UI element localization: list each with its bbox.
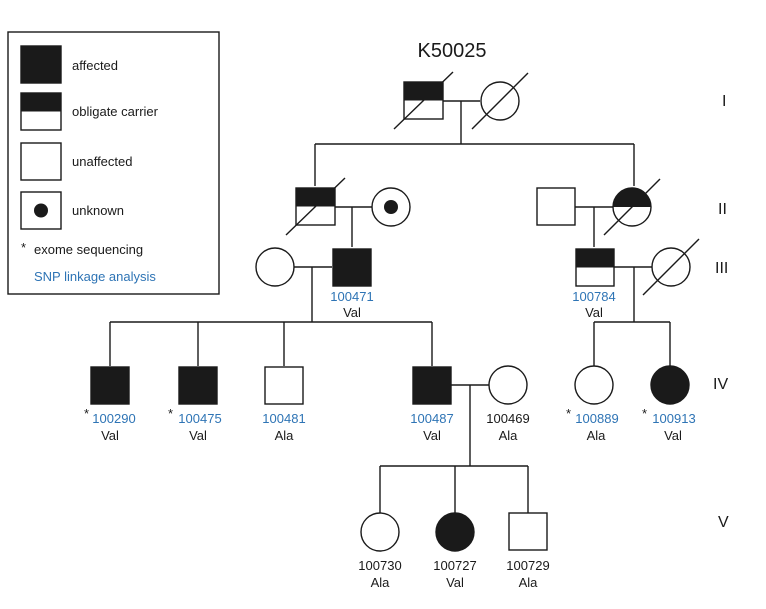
gen2-female-unknown bbox=[371, 187, 411, 227]
gen4-female-unaffected-100469 bbox=[488, 365, 528, 405]
allele-100913: Val bbox=[664, 428, 682, 443]
gen1-male-carrier-deceased bbox=[393, 71, 454, 130]
legend-affected-label: affected bbox=[72, 58, 118, 73]
id-100889: 100889 bbox=[575, 411, 618, 426]
legend-affected-symbol bbox=[20, 45, 62, 84]
gen3-male-carrier bbox=[575, 248, 615, 287]
gen4-male-unaffected-100481 bbox=[264, 366, 304, 405]
allele-100481: Ala bbox=[275, 428, 295, 443]
id-100730: 100730 bbox=[358, 558, 401, 573]
gen4-female-unaffected-100889 bbox=[574, 365, 614, 405]
allele-100487: Val bbox=[423, 428, 441, 443]
exome-star-100475: * bbox=[168, 406, 173, 421]
allele-100889: Ala bbox=[587, 428, 607, 443]
allele-100730: Ala bbox=[371, 575, 391, 590]
legend-unaffected-symbol bbox=[20, 142, 62, 181]
gen2-male-carrier-deceased bbox=[285, 177, 346, 236]
id-100481: 100481 bbox=[262, 411, 305, 426]
id-100913: 100913 bbox=[652, 411, 695, 426]
id-100469: 100469 bbox=[486, 411, 529, 426]
gen3-male-affected bbox=[332, 248, 372, 287]
id-100727: 100727 bbox=[433, 558, 476, 573]
id-100487: 100487 bbox=[410, 411, 453, 426]
allele-100290: Val bbox=[101, 428, 119, 443]
legend-unknown-dot bbox=[34, 203, 48, 218]
gen4-male-affected-100290 bbox=[90, 366, 130, 405]
id-100729: 100729 bbox=[506, 558, 549, 573]
legend-snp-label: SNP linkage analysis bbox=[34, 269, 156, 284]
generation-label-2: II bbox=[718, 201, 727, 218]
allele-100469: Ala bbox=[499, 428, 519, 443]
legend-carrier-fill bbox=[21, 93, 61, 112]
gen3-female-unaffected-deceased bbox=[642, 238, 700, 296]
gen1-female-unaffected-deceased bbox=[471, 72, 529, 130]
allele-100475: Val bbox=[189, 428, 207, 443]
id-100471: 100471 bbox=[330, 289, 373, 304]
exome-star-100889: * bbox=[566, 406, 571, 421]
gen2-male-unaffected bbox=[536, 187, 576, 226]
id-100290: 100290 bbox=[92, 411, 135, 426]
allele-100471: Val bbox=[343, 305, 361, 320]
pedigree-title: K50025 bbox=[418, 40, 487, 62]
gen3-female-unaffected bbox=[255, 247, 295, 287]
gen5-female-affected-100727 bbox=[435, 512, 475, 552]
generation-label-3: III bbox=[715, 260, 728, 277]
gen4-male-affected-100475 bbox=[178, 366, 218, 405]
allele-100727: Val bbox=[446, 575, 464, 590]
legend: affected obligate carrier unaffected unk… bbox=[7, 31, 220, 295]
legend-exome-label: exome sequencing bbox=[34, 242, 143, 257]
pedigree-lines bbox=[109, 100, 671, 513]
generation-label-4: IV bbox=[713, 376, 728, 393]
gen4-male-affected-100487 bbox=[412, 366, 452, 405]
legend-unknown-label: unknown bbox=[72, 203, 124, 218]
legend-carrier-label: obligate carrier bbox=[72, 104, 159, 119]
id-100784: 100784 bbox=[572, 289, 615, 304]
legend-exome-star: * bbox=[21, 240, 26, 255]
gen2-female-carrier-deceased bbox=[603, 178, 661, 236]
exome-star-100290: * bbox=[84, 406, 89, 421]
generation-label-5: V bbox=[718, 514, 729, 531]
allele-100729: Ala bbox=[519, 575, 539, 590]
allele-100784: Val bbox=[585, 305, 603, 320]
exome-star-100913: * bbox=[642, 406, 647, 421]
gen5-male-unaffected-100729 bbox=[508, 512, 548, 551]
legend-unaffected-label: unaffected bbox=[72, 154, 132, 169]
gen5-female-unaffected-100730 bbox=[360, 512, 400, 552]
generation-label-1: I bbox=[722, 93, 726, 110]
id-100475: 100475 bbox=[178, 411, 221, 426]
gen4-female-affected-100913 bbox=[650, 365, 690, 405]
